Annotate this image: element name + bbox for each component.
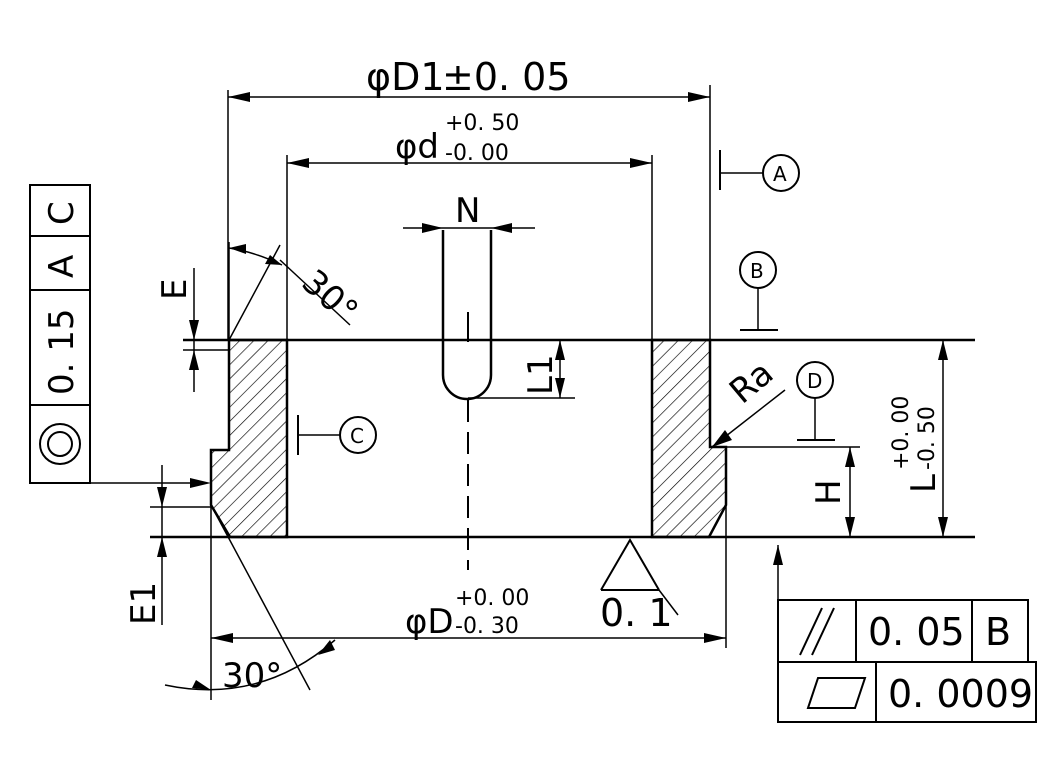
angle-top: 30°: [228, 242, 366, 341]
part-outline: [150, 230, 975, 570]
fcf-concentricity-tolerance: 0. 15: [42, 308, 82, 395]
dim-E-label: E: [155, 279, 195, 300]
dim-D-tol-upper: +0. 00: [455, 586, 529, 611]
angle-bottom-label: 30°: [222, 656, 282, 696]
fcf-flatness-tolerance: 0. 0009: [888, 672, 1033, 716]
datum-D: D: [796, 361, 835, 441]
datum-C: C: [297, 415, 377, 455]
parallelism-icon: [799, 607, 835, 656]
dim-D1-label: φD1: [366, 55, 445, 99]
right-wall-section: [650, 338, 728, 539]
datum-B-label: B: [750, 259, 764, 283]
datum-A: A: [719, 150, 800, 192]
dim-d-label: φd: [395, 127, 439, 167]
dim-D-label: φD: [405, 602, 454, 642]
dim-L-label: L: [904, 474, 944, 493]
fcf-concentricity-datum2: C: [42, 201, 82, 225]
dim-d-tol-upper: +0. 50: [445, 111, 519, 136]
dim-D1: φD1 ±0. 05: [227, 55, 711, 340]
dim-d-tol-lower: -0. 00: [445, 141, 509, 166]
dim-E1: E1: [124, 465, 211, 625]
dim-N: N: [403, 191, 535, 233]
datum-A-label: A: [773, 162, 787, 186]
dim-E1-label: E1: [124, 582, 164, 625]
dim-N-label: N: [455, 191, 480, 231]
angle-top-label: 30°: [294, 262, 366, 332]
left-wall-section: [209, 338, 289, 539]
dim-L1: L1: [468, 340, 575, 399]
Ra-label: Ra: [722, 353, 781, 412]
fcf-parallelism-datum: B: [985, 610, 1011, 654]
roughness-value: 0. 1: [600, 591, 673, 635]
dim-L1-label: L1: [521, 354, 561, 395]
dim-d: φd +0. 50 -0. 00: [286, 111, 653, 340]
datum-C-label: C: [350, 424, 364, 448]
dim-L: L +0. 00 -0. 50: [889, 340, 948, 537]
slot-outline: [441, 230, 493, 401]
datum-B: B: [739, 251, 778, 331]
angle-bottom: 30°: [164, 504, 336, 700]
dim-D1-tolerance: ±0. 05: [442, 55, 571, 99]
roughness-symbol: 0. 1: [600, 538, 679, 635]
dim-H-label: H: [809, 479, 849, 505]
dim-L-tol-upper: +0. 00: [889, 396, 914, 470]
dim-L-tol-lower: -0. 50: [915, 406, 940, 470]
dim-D: φD +0. 00 -0. 30: [211, 505, 727, 648]
dim-E: E: [155, 268, 229, 392]
fcf-lower-right: 0. 05 B 0. 0009: [773, 545, 1037, 723]
fcf-concentricity-datum1: A: [42, 255, 82, 278]
dim-D-tol-lower: -0. 30: [455, 614, 519, 639]
concentricity-icon: [39, 423, 81, 465]
fcf-concentricity: C A 0. 15: [29, 184, 211, 488]
roughness-Ra: Ra: [711, 353, 786, 448]
fcf-parallelism-tolerance: 0. 05: [868, 610, 965, 654]
datum-D-label: D: [807, 369, 822, 393]
flatness-icon: [806, 677, 867, 709]
dim-H: H: [726, 446, 860, 537]
